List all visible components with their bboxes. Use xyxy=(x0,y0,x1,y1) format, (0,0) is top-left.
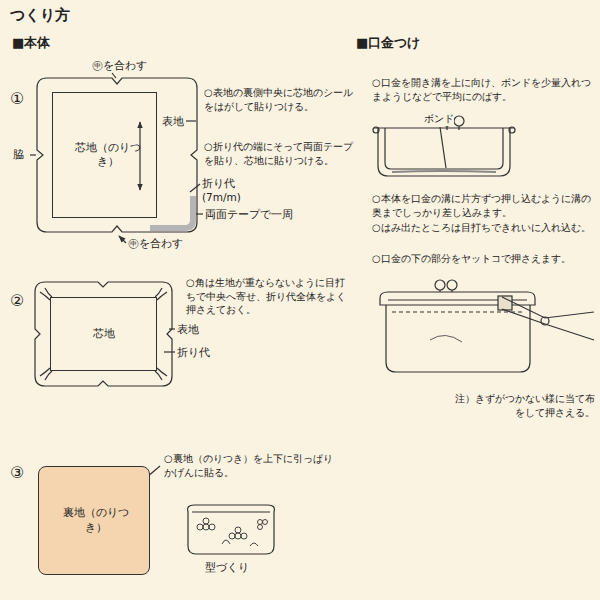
interfacing-panel: 芯地（のりつき） xyxy=(52,92,157,218)
section-heading: ■口金つけ xyxy=(356,34,420,52)
purse-edge xyxy=(192,511,270,512)
leader-arrow xyxy=(119,236,126,243)
part-name: ボンド xyxy=(424,112,454,126)
interfacing-panel: 芯地 xyxy=(50,297,157,371)
instruction: ○角は生地が重ならないように目打ちで中央へ寄せ、折り代全体をよく押さえておく。 xyxy=(186,276,351,317)
flower-print xyxy=(197,518,268,546)
instruction: ○本体を口金の溝に片方ずつ押し込むように溝の奥までしっかり差し込みます。 xyxy=(372,192,594,219)
part-name: 表地 xyxy=(177,322,199,336)
panel-label: 裏地（のりつき） xyxy=(58,506,134,535)
step-number: ③ xyxy=(10,462,24,484)
panel-label: 芯地（のりつき） xyxy=(71,141,145,170)
instruction: ○裏地（のりつき）を上下に引っぱりかげんに貼る。 xyxy=(164,452,334,479)
part-name: 折り代 (7m/m) xyxy=(202,176,252,204)
leader-line xyxy=(196,213,203,214)
purse-with-clasp xyxy=(380,280,535,372)
caption: 型づくり xyxy=(205,560,249,574)
part-name: 折り代 xyxy=(177,345,210,359)
leader-line xyxy=(30,154,36,155)
grain-arrow xyxy=(139,122,140,190)
part-name: 表地 xyxy=(162,114,184,128)
match-mark: ㊥を合わす xyxy=(92,58,147,72)
leader-line xyxy=(186,120,196,121)
outer-fabric xyxy=(37,78,197,232)
leader-line xyxy=(164,351,175,352)
step-number: ② xyxy=(10,290,24,312)
panel-label: 芯地 xyxy=(54,327,154,341)
lining-panel: 裏地（のりつき） xyxy=(38,466,150,575)
leader-line xyxy=(440,127,446,168)
instruction: ○はみ出たところは目打ちできれいに入れ込む。 xyxy=(372,221,594,235)
match-mark: ㊥を合わす xyxy=(128,236,183,250)
corner-pleat xyxy=(40,288,167,380)
note: 注）きずがつかない様に当て布をして押さえる。 xyxy=(455,392,595,419)
section-heading: ■本体 xyxy=(12,34,50,52)
leader-line xyxy=(190,184,200,192)
instruction: ○表地の裏側中央に芯地のシールをはがして貼りつける。 xyxy=(204,86,354,113)
step-number: ① xyxy=(10,88,24,110)
instruction: ○口金の下の部分をヤットコで押さえます。 xyxy=(372,252,594,266)
page-title: つくり方 xyxy=(10,5,70,25)
leader-line xyxy=(169,328,175,329)
folded-fabric xyxy=(35,282,172,386)
part-name: 脇 xyxy=(13,148,24,163)
leader-line xyxy=(112,73,116,78)
instruction: ○口金を開き溝を上に向け、ボンドを少量入れつまようじなどで平均にのばす。 xyxy=(372,76,594,103)
note: 両面テープで一周 xyxy=(205,207,293,221)
pliers xyxy=(498,296,594,340)
instruction: ○折り代の端にそって両面テープを貼り、芯地に貼りつける。 xyxy=(204,140,354,167)
shaped-purse xyxy=(188,505,275,554)
